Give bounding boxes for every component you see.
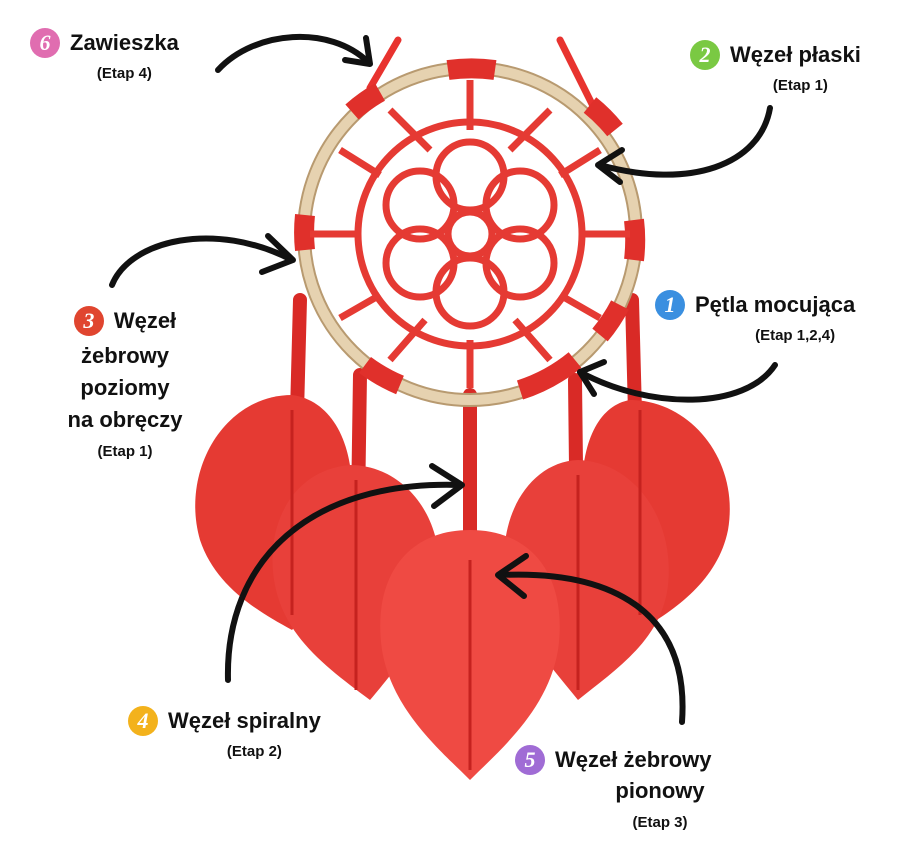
annotation-4: 4 Węzeł spiralny (Etap 2) — [128, 706, 321, 762]
hoop-knot-wraps — [294, 58, 646, 400]
number-6-badge: 6 — [30, 28, 60, 58]
annotation-5-stage: (Etap 3) — [632, 814, 688, 831]
annotation-6-title: Zawieszka — [70, 30, 179, 55]
arrow-4 — [224, 481, 463, 683]
number-3-badge: 3 — [73, 306, 104, 336]
annotation-5: 5 Węzeł żebrowy pionowy (Etap 3) — [515, 745, 765, 833]
feather-leaves — [195, 395, 730, 780]
arrow-1 — [577, 362, 778, 403]
annotation-2-title: Węzeł płaski — [730, 42, 861, 67]
number-2-badge: 2 — [690, 40, 720, 70]
annotation-2: 2 Węzeł płaski (Etap 1) — [690, 40, 861, 96]
annotation-3-title-line-2: żebrowy — [80, 343, 170, 368]
annotation-1-title: Pętla mocująca — [695, 292, 856, 317]
arrow-5 — [497, 571, 686, 725]
annotation-3-title-line-1: Węzeł — [113, 308, 177, 333]
annotation-3-title-line-4: na obręczy — [67, 407, 183, 432]
annotation-2-stage: (Etap 1) — [772, 77, 828, 94]
number-4-badge: 4 — [128, 706, 158, 736]
annotation-3: 3 Węzeł żebrowy poziomy na obręczy (Etap… — [25, 306, 225, 462]
number-1-badge: 1 — [655, 290, 685, 320]
number-5-badge: 5 — [515, 745, 545, 775]
mandala-web — [310, 80, 630, 388]
annotation-1-stage: (Etap 1,2,4) — [755, 327, 836, 344]
annotation-5-title-line-1: Węzeł żebrowy — [555, 747, 712, 772]
annotation-4-title: Węzeł spiralny — [168, 708, 321, 733]
annotation-1: 1 Pętla mocująca (Etap 1,2,4) — [655, 290, 855, 346]
annotation-5-title-line-2: pionowy — [615, 778, 705, 803]
arrow-6 — [215, 34, 371, 73]
arrow-2 — [597, 105, 773, 178]
annotation-6: 6 Zawieszka (Etap 4) — [30, 28, 179, 84]
annotation-3-stage: (Etap 1) — [97, 443, 153, 460]
annotation-6-stage: (Etap 4) — [96, 65, 152, 82]
arrow-3 — [109, 235, 295, 288]
annotation-3-title-line-3: poziomy — [80, 375, 170, 400]
annotation-4-stage: (Etap 2) — [226, 743, 282, 760]
pointer-arrows — [109, 34, 778, 725]
